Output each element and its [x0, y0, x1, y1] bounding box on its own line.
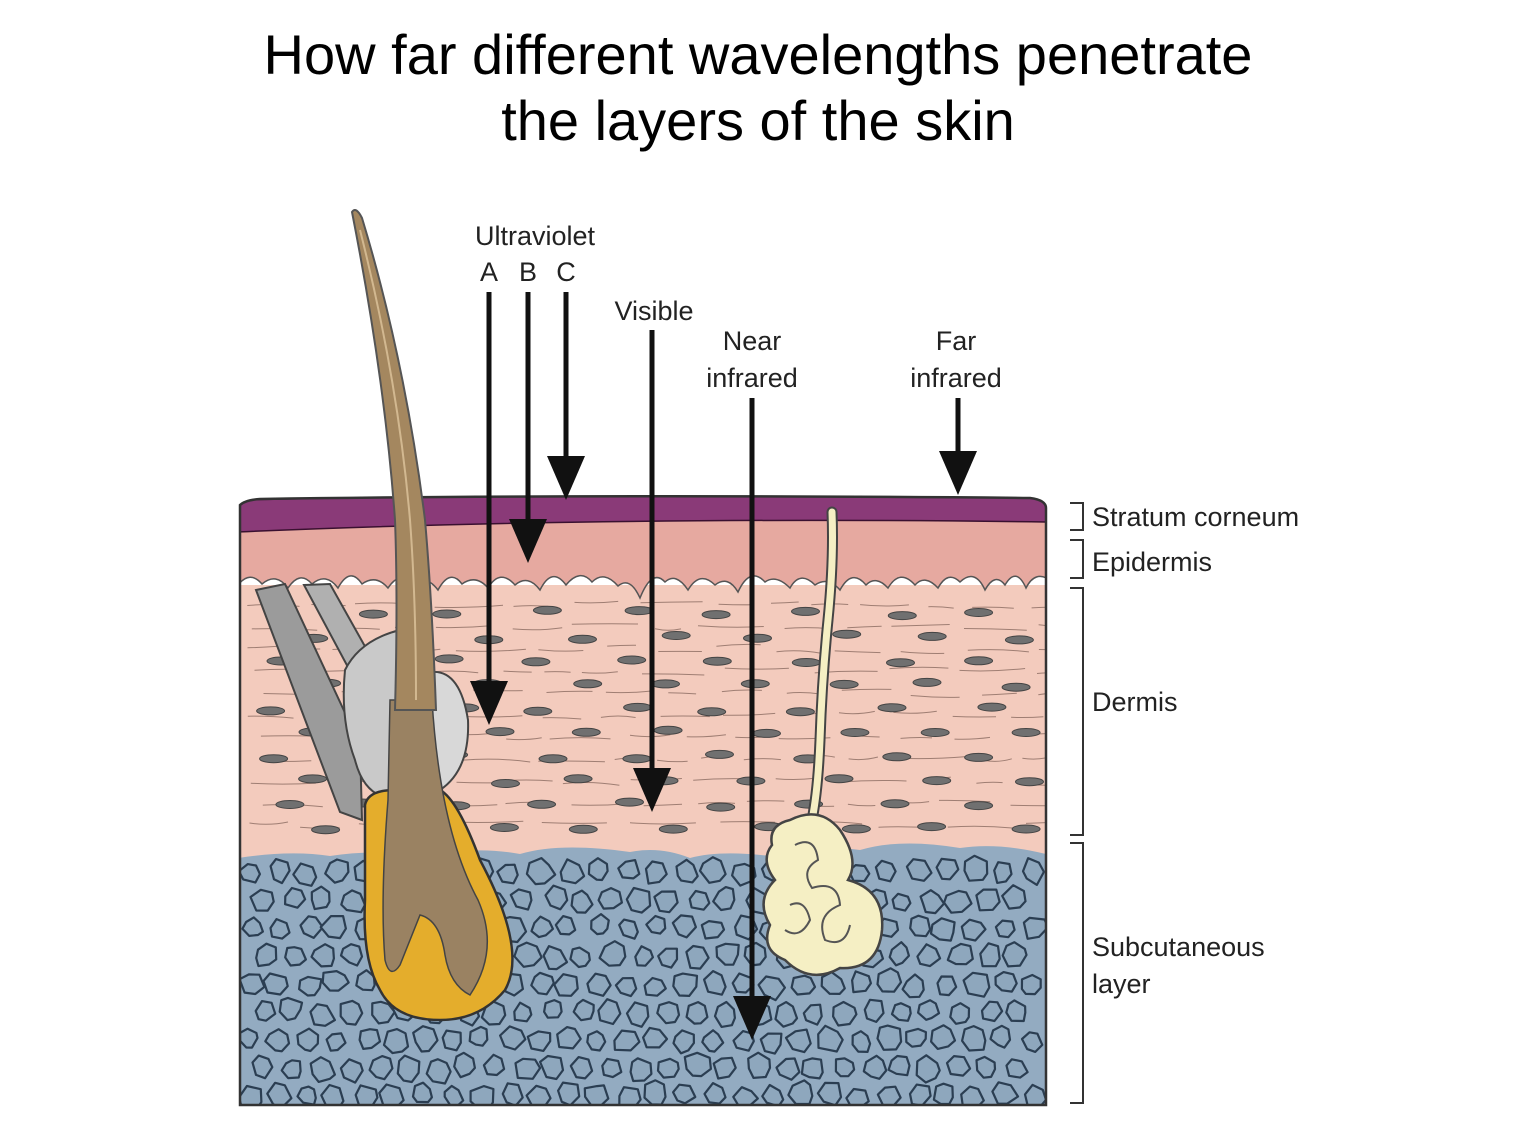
arrow-far-infrared — [939, 398, 977, 495]
title-line-1: How far different wavelengths penetrate — [263, 23, 1253, 86]
label-visible: Visible — [614, 296, 693, 326]
label-subcutaneous-2: layer — [1092, 969, 1151, 999]
wavelength-arrows — [470, 292, 977, 1040]
label-epidermis: Epidermis — [1092, 547, 1212, 577]
wavelength-labels: Ultraviolet A B C Visible Near infrared … — [475, 221, 1002, 393]
label-dermis: Dermis — [1092, 687, 1178, 717]
hair-follicle — [254, 209, 514, 1022]
bracket-stratum-corneum — [1070, 502, 1084, 531]
label-uv-a: A — [480, 257, 498, 287]
arrow-uv-b — [509, 292, 547, 563]
layer-labels: Stratum corneum Epidermis Dermis Subcuta… — [1092, 502, 1299, 999]
sweat-gland-coil-detail — [784, 841, 851, 944]
label-near-infrared-1: Near — [723, 326, 782, 356]
label-far-infrared-1: Far — [936, 326, 977, 356]
sebaceous-gland-right — [431, 670, 470, 791]
label-uv-c: C — [556, 257, 576, 287]
arrow-near-infrared — [733, 398, 771, 1040]
label-stratum-corneum: Stratum corneum — [1092, 502, 1299, 532]
bracket-dermis — [1070, 587, 1084, 836]
hair-root — [382, 699, 489, 996]
sweat-duct-fill — [808, 508, 836, 824]
sweat-gland-coil — [762, 813, 884, 977]
hair-shaft — [350, 209, 438, 711]
title-line-2: the layers of the skin — [501, 89, 1015, 152]
sweat-gland — [762, 506, 884, 977]
bracket-subcutaneous — [1070, 842, 1084, 1104]
layer-brackets — [1070, 502, 1084, 1104]
label-uv-b: B — [519, 257, 537, 287]
arrow-visible — [633, 330, 671, 812]
arrow-uv-a — [470, 292, 508, 725]
hair-shaft-highlight — [359, 229, 417, 701]
arrow-uv-c — [547, 292, 585, 500]
skin-outline — [238, 494, 1048, 1107]
arrector-pili-muscle — [254, 582, 364, 822]
label-near-infrared-2: infrared — [706, 363, 798, 393]
page-title: How far different wavelengths penetrate … — [0, 22, 1516, 154]
label-ultraviolet: Ultraviolet — [475, 221, 596, 251]
bracket-epidermis — [1070, 539, 1084, 579]
label-far-infrared-2: infrared — [910, 363, 1002, 393]
sebaceous-gland — [342, 628, 401, 802]
label-subcutaneous-1: Subcutaneous — [1092, 932, 1265, 962]
